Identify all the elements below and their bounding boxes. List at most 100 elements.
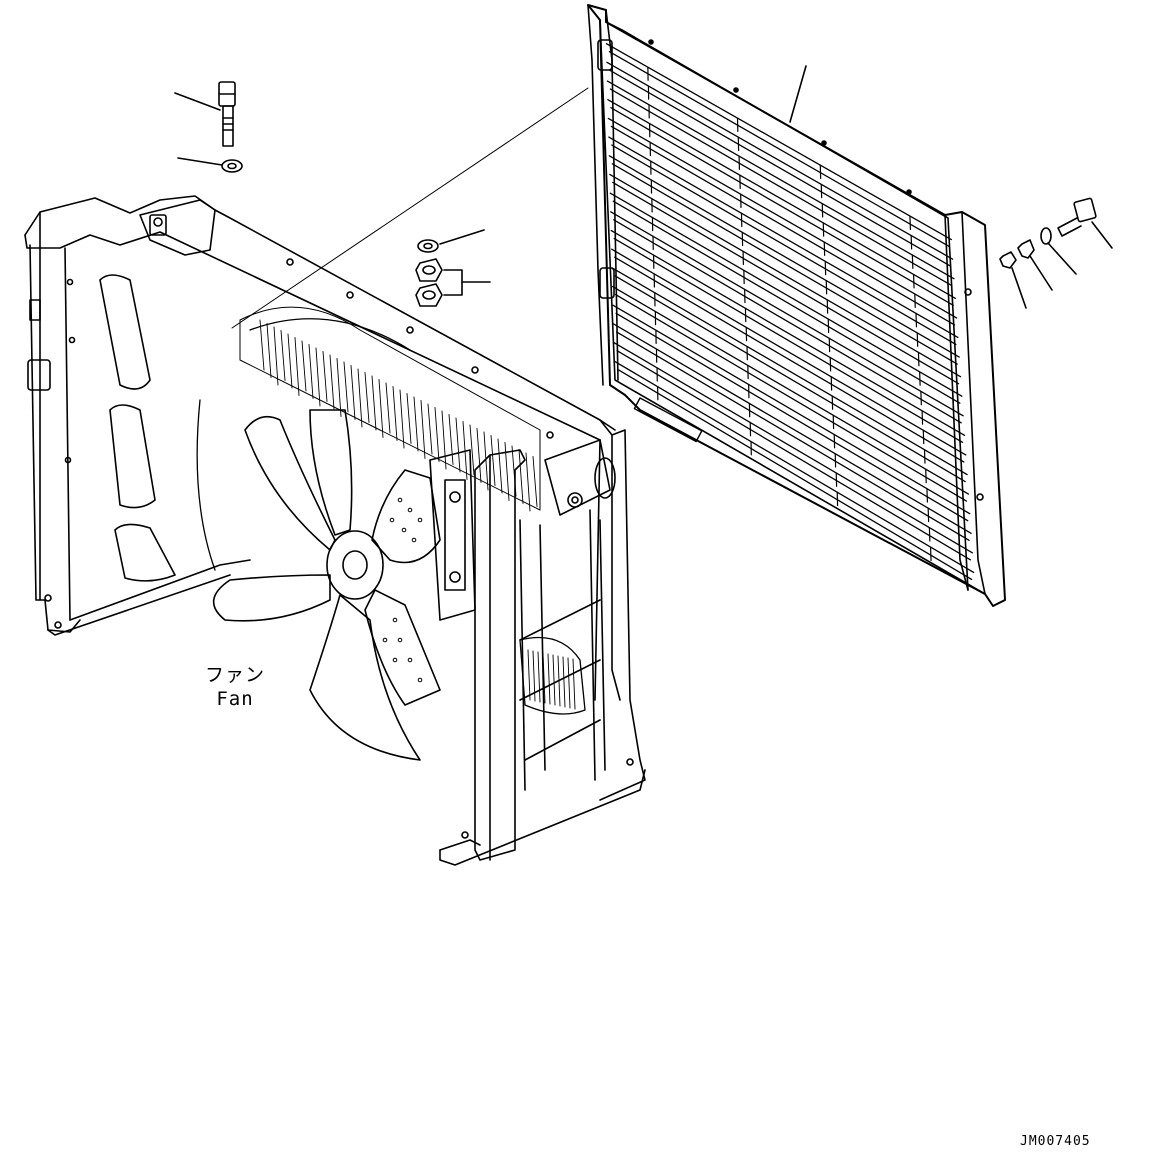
core-fin [260, 320, 264, 370]
grille-slat-edge [612, 145, 956, 344]
alignment-line [232, 88, 588, 328]
grille-slat [613, 305, 970, 513]
grille-slat-edge [613, 201, 960, 403]
blade-hole [398, 498, 402, 502]
core-fin [393, 387, 397, 441]
core-fin [316, 348, 320, 406]
grille-slat [615, 361, 974, 572]
grille-slat [607, 81, 954, 279]
bolt-right-icon [1058, 198, 1112, 248]
radiator-core-icon [240, 307, 540, 511]
fan-label-jp: ファン [204, 664, 265, 686]
blade-hole [393, 658, 397, 662]
grille-slat-edge [611, 108, 953, 306]
core-fin [288, 334, 292, 388]
lower-housing-icon [520, 638, 585, 715]
grille-slat-edge [615, 276, 965, 482]
bolt-top-icon [175, 82, 235, 146]
blade-hole [398, 638, 402, 642]
grille-slat [614, 343, 972, 553]
washer-right-icon [1041, 228, 1076, 274]
core-fin [533, 457, 537, 507]
core-fin [351, 366, 355, 420]
blade-hole [402, 528, 406, 532]
blade-hole [390, 518, 394, 522]
lower-fin [568, 658, 570, 708]
core-fin [337, 359, 341, 417]
core-fin [302, 341, 306, 391]
grille-slat-edge [618, 369, 972, 579]
grille-slat [609, 156, 959, 357]
core-fin [407, 394, 411, 444]
core-fin [344, 362, 348, 412]
core-fin [470, 425, 474, 475]
lower-fin [533, 651, 535, 701]
core-fin [449, 415, 453, 465]
core-fin [295, 338, 299, 396]
blade-hole [408, 658, 412, 662]
core-fin [281, 331, 285, 381]
core-fin [309, 345, 313, 399]
core-fin [274, 327, 278, 385]
grille-slat [607, 62, 953, 259]
core-fin [365, 373, 369, 423]
core-fin [484, 432, 488, 490]
grille-slat [612, 268, 967, 475]
core-fin [477, 429, 481, 483]
lower-fins [528, 650, 575, 709]
core-fin [491, 436, 495, 486]
grille-slat-edge [609, 52, 949, 247]
grille-slat [610, 174, 961, 376]
core-fin [358, 369, 362, 427]
core-fin [435, 408, 439, 462]
grille-slat-edge [617, 332, 969, 540]
core-fin [442, 411, 446, 469]
core-fin [519, 450, 523, 504]
grille-slat [611, 231, 964, 436]
grille-slat-edge [616, 313, 968, 520]
grille-ribs [648, 67, 931, 560]
grille-slats [606, 44, 973, 580]
fan-label-en: Fan [216, 688, 254, 710]
grille-slat [610, 193, 962, 396]
grille-slat [611, 212, 963, 416]
grille-slat-edge [612, 164, 957, 364]
grille-slat-edge [613, 182, 959, 383]
lower-fin [563, 657, 565, 707]
drawing-id: JM007405 [1020, 1134, 1091, 1149]
core-fin [505, 443, 509, 501]
blade-hole [418, 678, 422, 682]
grille-slat [606, 44, 951, 240]
nut-right-icon [1000, 240, 1052, 308]
leader-grille [790, 66, 806, 122]
grille-slat-edge [610, 70, 951, 266]
core-fin [400, 390, 404, 448]
grille-slat-edge [615, 257, 964, 462]
grille-slat-edge [610, 89, 952, 286]
grille-slat [608, 100, 955, 299]
grille-slat-edge [617, 351, 970, 560]
lower-fin [528, 650, 530, 700]
lower-fin [573, 659, 575, 709]
core-fin [386, 383, 390, 433]
grille-slat-edge [614, 239, 962, 443]
grille-slat [609, 137, 958, 337]
grille-slat-edge [614, 220, 961, 423]
core-fin [512, 446, 516, 496]
grille-slat [614, 324, 971, 533]
blade-hole [412, 538, 416, 542]
grille-slat-edge [616, 295, 967, 502]
fan-blade-holes [383, 498, 422, 682]
grille-slat [612, 249, 966, 455]
core-fin [323, 352, 327, 402]
grille-slat-edge [611, 126, 954, 324]
core-fin [421, 401, 425, 459]
lower-fin [538, 652, 540, 702]
core-fin [330, 355, 334, 409]
core-fin [379, 380, 383, 438]
grille-slat [613, 287, 969, 495]
lower-fin [548, 654, 550, 704]
core-fin [428, 404, 432, 454]
blade-hole [393, 618, 397, 622]
